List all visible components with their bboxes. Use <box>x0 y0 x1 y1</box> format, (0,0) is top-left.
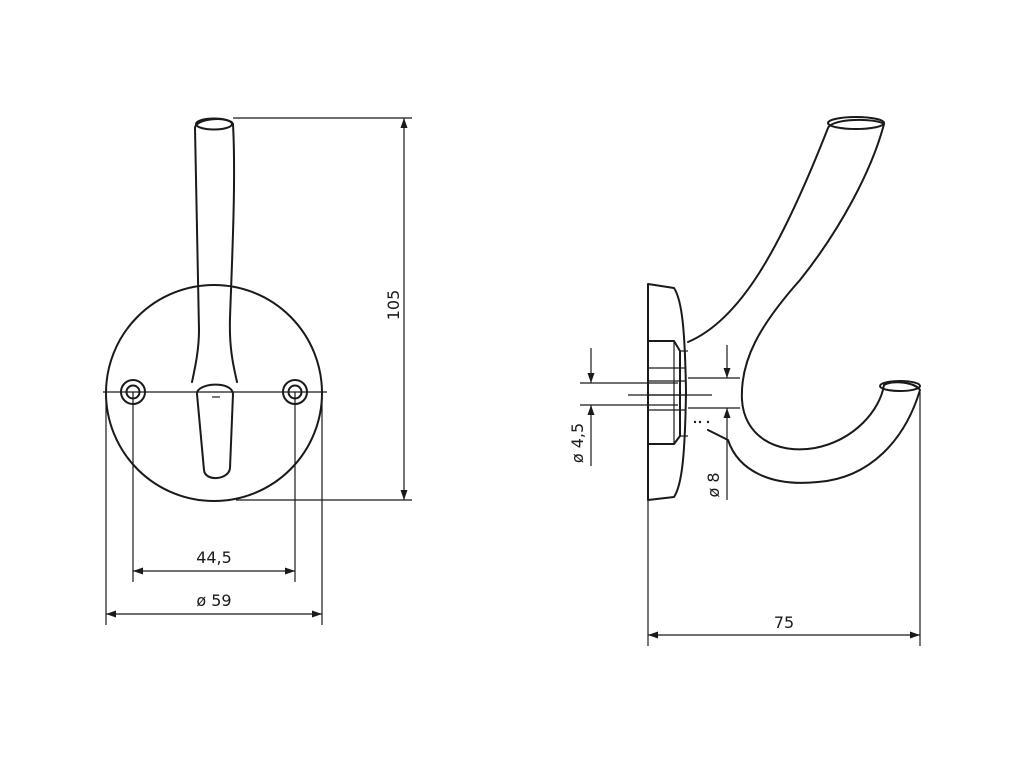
screw-head-section <box>647 340 688 445</box>
hole-diameter-label: ø 4,5 <box>568 423 587 463</box>
base-plate <box>105 284 323 502</box>
base-plate-profile <box>647 283 687 501</box>
height-label: 105 <box>384 290 403 321</box>
hook-body-side <box>687 118 921 484</box>
plate-diameter-label: ø 59 <box>196 591 231 610</box>
depth-label: 75 <box>774 613 794 632</box>
dimension-hole-spacing: 44,5 <box>132 392 296 582</box>
dimension-depth: 75 <box>647 392 921 646</box>
hook-tip-front <box>196 383 234 479</box>
front-view <box>103 117 327 502</box>
head-diameter-label: ø 8 <box>704 472 723 497</box>
dimension-plate-diameter: ø 59 <box>105 392 323 625</box>
dimension-head-diameter: ø 8 <box>688 345 740 500</box>
dimension-height: 105 <box>233 117 412 501</box>
dimension-hole-diameter: ø 4,5 <box>568 348 678 466</box>
side-view <box>628 116 921 501</box>
hook-arm-front <box>191 118 238 383</box>
hole-spacing-label: 44,5 <box>196 548 232 567</box>
